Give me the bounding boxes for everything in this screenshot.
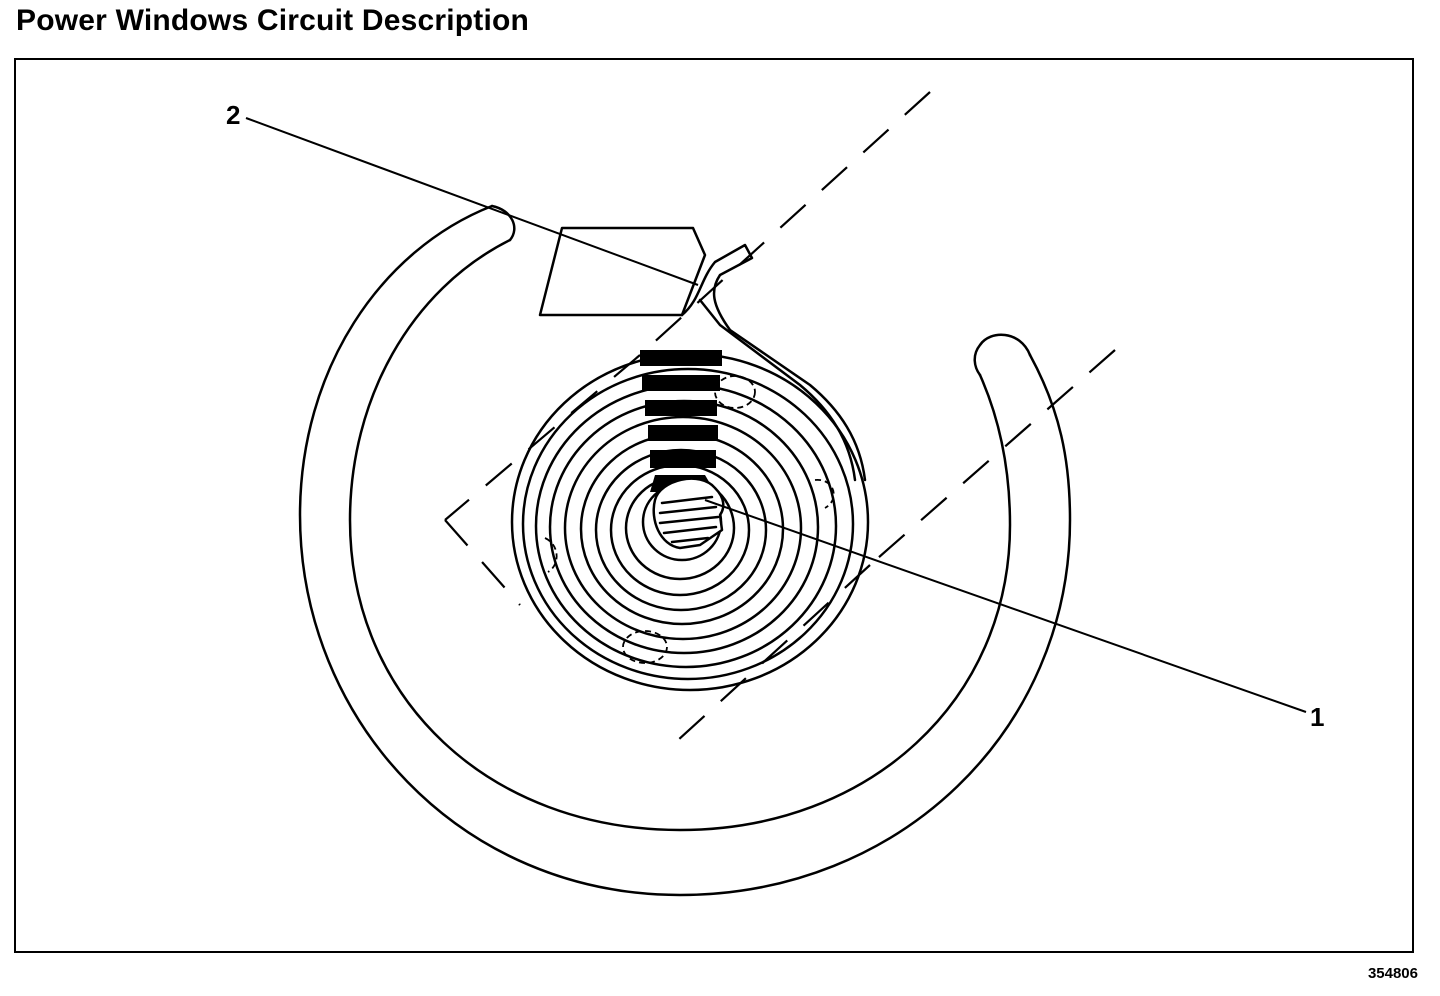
- dashed-line-right: [869, 349, 1116, 566]
- page-title: Power Windows Circuit Description: [16, 4, 530, 37]
- retaining-clips: [544, 375, 835, 664]
- leader-lines: [245, 117, 1307, 713]
- diagram-frame: [14, 58, 1414, 953]
- dashed-outline: [444, 91, 1116, 753]
- dashed-line-left-upper: [444, 354, 641, 521]
- spring-tail: [680, 243, 867, 482]
- spring-dark-bands: [640, 350, 722, 492]
- callout-1-label: 1: [1310, 702, 1325, 732]
- housing-left-end: [490, 204, 516, 242]
- dashed-line-left-lower: [444, 519, 521, 606]
- housing-inner-edge: [348, 238, 1012, 832]
- callout-2-label: 2: [226, 100, 241, 130]
- figure-number: 354806: [1367, 965, 1418, 982]
- clip-bottom: [622, 630, 668, 664]
- mounting-bracket: [538, 226, 707, 317]
- clip-right: [814, 479, 835, 509]
- dashed-line-lower: [664, 564, 871, 753]
- leader-line-1: [704, 499, 1307, 713]
- leader-line-2: [245, 117, 699, 286]
- clip-top: [714, 375, 756, 409]
- spring-arbor: [652, 477, 725, 550]
- housing-right-end: [973, 333, 1032, 377]
- housing-outer-edge: [298, 204, 1072, 897]
- dashed-line-upper: [639, 91, 931, 356]
- clip-left: [544, 537, 558, 573]
